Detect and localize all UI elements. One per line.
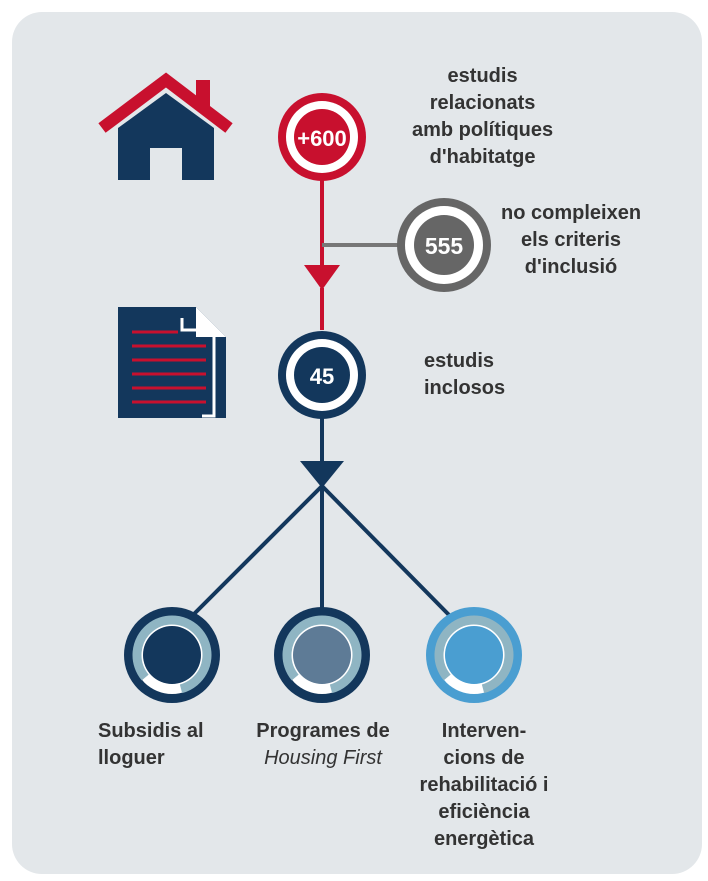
found-label: estudis relacionats amb polítiques d'hab… bbox=[412, 63, 553, 171]
category-node-rehabilitation bbox=[426, 607, 522, 703]
category-node-housing-first bbox=[274, 607, 370, 703]
category-label-line: Programes de bbox=[256, 720, 390, 742]
excluded-label-line: d'inclusió bbox=[524, 256, 618, 278]
category-label-italic: Housing First bbox=[264, 747, 382, 769]
found-label-line: relacionats bbox=[429, 92, 536, 114]
branch-right bbox=[320, 484, 454, 620]
branch-left bbox=[188, 484, 324, 620]
found-label-line: estudis bbox=[447, 65, 518, 87]
included-label: estudis inclosos bbox=[424, 348, 505, 402]
found-label-line: d'habitatge bbox=[429, 146, 536, 168]
category-label-line: rehabilitació i bbox=[419, 774, 549, 796]
found-value: +600 bbox=[297, 126, 347, 151]
category-label-line: energètica bbox=[433, 828, 535, 850]
included-value: 45 bbox=[310, 364, 334, 389]
category-label-rent-subsidies: Subsidis al lloguer bbox=[98, 718, 248, 772]
found-node: +600 bbox=[278, 93, 366, 181]
house-icon bbox=[98, 72, 233, 180]
category-label-line: lloguer bbox=[98, 747, 165, 769]
red-arrowhead bbox=[304, 265, 340, 290]
excluded-value: 555 bbox=[425, 233, 464, 259]
excluded-label-line: no compleixen bbox=[501, 202, 642, 224]
category-label-line: cions de bbox=[443, 747, 525, 769]
category-label-line: Subsidis al bbox=[98, 720, 204, 742]
category-label-line: eficiència bbox=[438, 801, 530, 823]
document-icon bbox=[118, 307, 226, 418]
category-label-line: Interven- bbox=[441, 720, 527, 742]
excluded-label-line: els criteris bbox=[520, 229, 622, 251]
navy-arrowhead bbox=[300, 461, 344, 488]
category-label-housing-first: Programes de Housing First bbox=[242, 718, 404, 772]
included-label-line: estudis bbox=[424, 350, 495, 372]
excluded-node: 555 bbox=[397, 198, 491, 292]
found-label-line: amb polítiques bbox=[412, 119, 554, 141]
category-node-rent-subsidies bbox=[124, 607, 220, 703]
included-label-line: inclosos bbox=[424, 377, 506, 399]
included-node: 45 bbox=[278, 331, 366, 419]
excluded-label: no compleixen els criteris d'inclusió bbox=[501, 200, 641, 281]
category-label-rehabilitation: Interven- cions de rehabilitació i efici… bbox=[404, 718, 564, 853]
